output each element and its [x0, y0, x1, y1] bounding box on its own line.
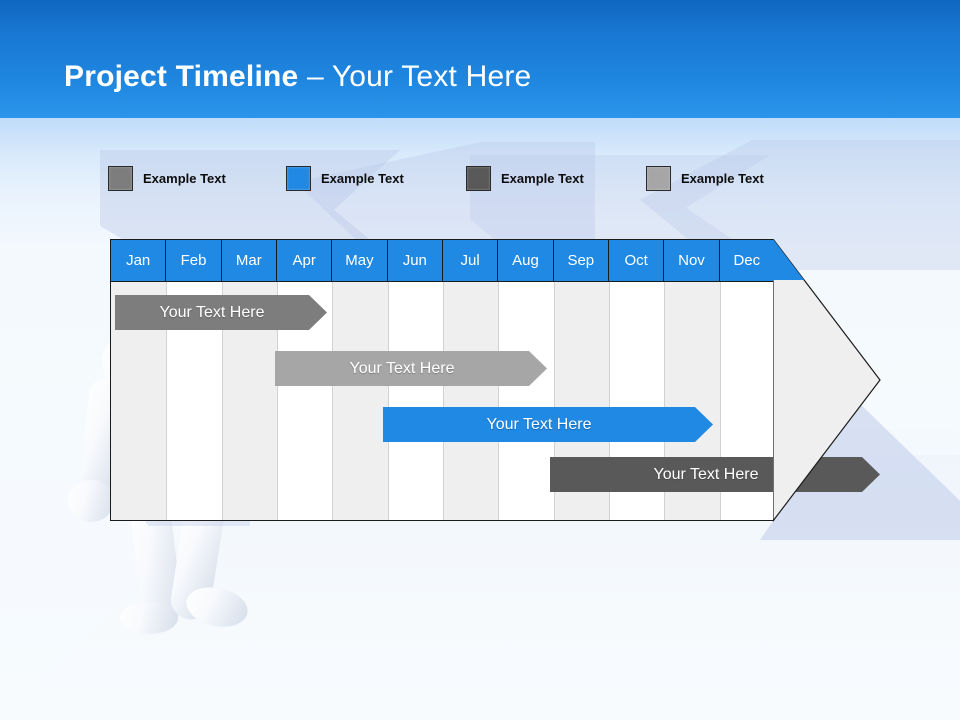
task-bar-label: Your Text Here — [486, 415, 592, 433]
task-bar-4[interactable]: Your Text Here — [550, 457, 880, 492]
month-header-sep[interactable]: Sep — [553, 240, 609, 281]
month-header-jul[interactable]: Jul — [442, 240, 499, 281]
column-separator — [387, 281, 389, 520]
task-bar-3[interactable]: Your Text Here — [383, 407, 713, 442]
task-bar-label: Your Text Here — [159, 303, 265, 321]
task-bar-2[interactable]: Your Text Here — [275, 351, 547, 386]
column-separator — [664, 281, 666, 520]
legend-item-4[interactable]: Example Text — [646, 166, 764, 191]
page-title: Project Timeline – Your Text Here — [64, 60, 531, 94]
arrow-head-shape — [773, 239, 881, 522]
task-bar-1[interactable]: Your Text Here — [115, 295, 327, 330]
legend-item-label: Example Text — [321, 171, 404, 186]
timeline-column-mar — [221, 240, 277, 520]
timeline-arrow-head — [773, 239, 881, 522]
legend: Example Text Example Text Example Text Exam… — [108, 166, 868, 200]
month-header-nov[interactable]: Nov — [664, 240, 720, 281]
column-separator — [221, 281, 223, 520]
column-separator — [608, 281, 610, 520]
column-separator — [276, 281, 278, 520]
legend-item-3[interactable]: Example Text — [466, 166, 584, 191]
column-separator — [498, 281, 500, 520]
task-bar-label: Your Text Here — [349, 359, 455, 377]
timeline-column-feb — [166, 240, 222, 520]
figure-foot-left — [120, 602, 178, 634]
page-title-strong: Project Timeline — [64, 60, 299, 93]
legend-item-2[interactable]: Example Text — [286, 166, 404, 191]
month-header-dec[interactable]: Dec — [719, 240, 773, 281]
month-header-apr[interactable]: Apr — [276, 240, 333, 281]
figure-hand — [68, 480, 114, 522]
month-header-aug[interactable]: Aug — [498, 240, 554, 281]
page-title-dash: – — [298, 60, 332, 93]
column-separator — [553, 281, 555, 520]
column-separator — [719, 281, 721, 520]
legend-item-label: Example Text — [681, 171, 764, 186]
column-separator — [166, 281, 168, 520]
task-bar-label: Your Text Here — [653, 465, 759, 483]
legend-swatch-icon — [466, 166, 491, 191]
month-header-jun[interactable]: Jun — [387, 240, 443, 281]
month-header-jan[interactable]: Jan — [111, 240, 167, 281]
arrow-head-blue-cap — [773, 239, 804, 280]
task-bar-arrow-shape — [275, 351, 547, 386]
month-header-mar[interactable]: Mar — [221, 240, 277, 281]
page-title-rest: Your Text Here — [331, 60, 532, 93]
legend-item-1[interactable]: Example Text — [108, 166, 226, 191]
legend-swatch-icon — [286, 166, 311, 191]
month-header-may[interactable]: May — [332, 240, 388, 281]
task-bar-arrow-shape — [383, 407, 713, 442]
task-bar-arrow-shape — [115, 295, 327, 330]
legend-item-label: Example Text — [143, 171, 226, 186]
column-separator — [332, 281, 334, 520]
task-bar-arrow-shape — [550, 457, 880, 492]
month-header-feb[interactable]: Feb — [166, 240, 222, 281]
timeline-column-jan — [111, 240, 167, 520]
header-underline — [111, 281, 773, 282]
legend-swatch-icon — [646, 166, 671, 191]
legend-item-label: Example Text — [501, 171, 584, 186]
legend-swatch-icon — [108, 166, 133, 191]
column-separator — [442, 281, 444, 520]
month-header-oct[interactable]: Oct — [608, 240, 665, 281]
